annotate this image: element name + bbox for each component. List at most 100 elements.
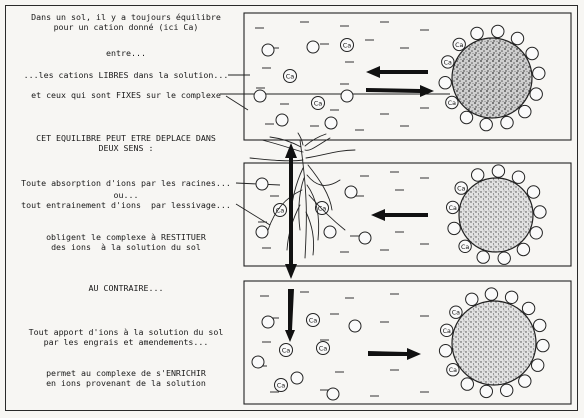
adsorbed-ca-ion: Ca [458,239,472,254]
adsorbed-ca-ion: Ca [454,181,468,195]
svg-text:Ca: Ca [449,205,457,212]
adsorbed-ion [525,46,539,61]
free-ca-ion: Ca [283,69,297,83]
adsorbed-ion [518,374,532,388]
svg-text:Ca: Ca [448,100,456,107]
adsorbed-ion [504,290,519,304]
svg-text:Ca: Ca [309,317,318,325]
adsorbed-ca-ion: Ca [446,200,460,215]
adsorbed-ion [529,87,543,101]
exchange-arrows [366,66,434,360]
adsorbed-ion [447,221,461,236]
adsorbed-ion [476,250,490,264]
svg-text:Ca: Ca [282,347,291,355]
enrichir-text: permet au complexe de s'ENRICHIR en ions… [46,368,206,388]
equilibre-text: CET EQUILIBRE PEUT ETRE DEPLACE DANS DEU… [36,133,216,153]
svg-text:Ca: Ca [286,73,295,81]
free-ion [306,40,320,54]
free-ion [255,177,269,191]
adsorbed-ion [479,117,493,132]
adsorbed-ion [438,76,452,90]
free-ca-ion: Ca [279,343,293,357]
free-ion [326,387,340,401]
adsorbed-ion [460,377,474,391]
outer-frame [5,5,578,411]
free-ca-ion: Ca [311,96,325,110]
free-ion [255,225,269,239]
lessivage-text: tout entrainement d'ions par lessivage..… [21,200,231,210]
adsorbed-ion [459,110,474,125]
adsorbed-ion [471,168,485,182]
adsorbed-ca-ion: Ca [445,95,459,110]
ou-text: ou... [113,190,139,200]
free-ion [275,113,289,127]
svg-text:Ca: Ca [319,345,328,353]
adsorbed-ion [511,170,526,184]
free-ion [344,185,358,199]
restituer-text: obligent le complexe à RESTITUER des ion… [46,232,206,252]
adsorbed-ca-ion: Ca [452,37,466,52]
adsorbed-ion [521,301,536,316]
free-ion [290,371,304,385]
free-ion [253,89,267,103]
adsorbed-ion [500,115,514,130]
absorption-text: Toute absorption d'ions par les racines.… [21,178,231,188]
adsorbed-ion [529,226,543,240]
roots-illustration [249,132,356,259]
adsorbed-ca-ion: Ca [440,323,454,337]
adsorbed-ion [533,318,547,333]
svg-text:Ca: Ca [314,100,323,108]
free-ion [261,315,275,329]
svg-text:Ca: Ca [343,42,352,50]
svg-text:Ca: Ca [455,42,463,49]
adsorbed-ion [497,251,511,265]
adsorbed-ion [438,344,453,358]
contraire-text: AU CONTRAIRE... [88,283,164,293]
svg-text:Ca: Ca [452,310,460,317]
intro-text: Dans un sol, il y a toujours équilibre p… [31,12,221,32]
adsorbed-ion [500,383,514,397]
adsorbed-ion [532,66,546,81]
adsorbed-ca-ion: Ca [449,305,463,319]
adsorbed-ion [531,358,545,372]
clay-complex-2 [458,177,534,253]
panel-borders [243,12,572,405]
adsorbed-ion [470,26,484,41]
clay-complex-3 [451,300,537,386]
free-ion [323,225,337,239]
svg-text:Ca: Ca [276,207,285,215]
adsorbed-ca-ion: Ca [441,55,455,69]
free-ca-ion: Ca [306,313,320,327]
free-ca-ion: Ca [274,378,288,392]
svg-text:Ca: Ca [443,328,451,335]
svg-text:Ca: Ca [444,59,452,66]
vertical-arrows [285,143,297,342]
svg-text:Ca: Ca [461,244,469,251]
fixes-text: et ceux qui sont FIXES sur le complexe [31,90,221,100]
svg-text:Ca: Ca [277,382,286,390]
svg-text:Ca: Ca [449,367,457,374]
adsorbed-ion [491,164,506,178]
adsorbed-ion [484,287,499,301]
free-ion [358,231,372,245]
adsorbed-ca-ion: Ca [446,363,460,377]
free-ion [348,319,362,333]
adsorbed-ion [533,205,547,219]
free-ion [261,43,275,57]
adsorbed-ion [518,104,532,119]
entre-text: entre... [106,48,146,58]
svg-text:Ca: Ca [457,186,465,193]
adsorbed-ion [536,338,550,353]
free-ca-ion: Ca [340,38,354,52]
free-ion [251,355,265,369]
clay-complex-1 [451,37,533,119]
adsorbed-ion [526,185,541,199]
free-ion [324,116,338,130]
adsorbed-ion [479,384,493,399]
free-ca-ion: Ca [273,203,287,217]
apport-text: Tout apport d'ions à la solution du sol … [28,327,224,347]
adsorbed-ion [465,292,479,306]
